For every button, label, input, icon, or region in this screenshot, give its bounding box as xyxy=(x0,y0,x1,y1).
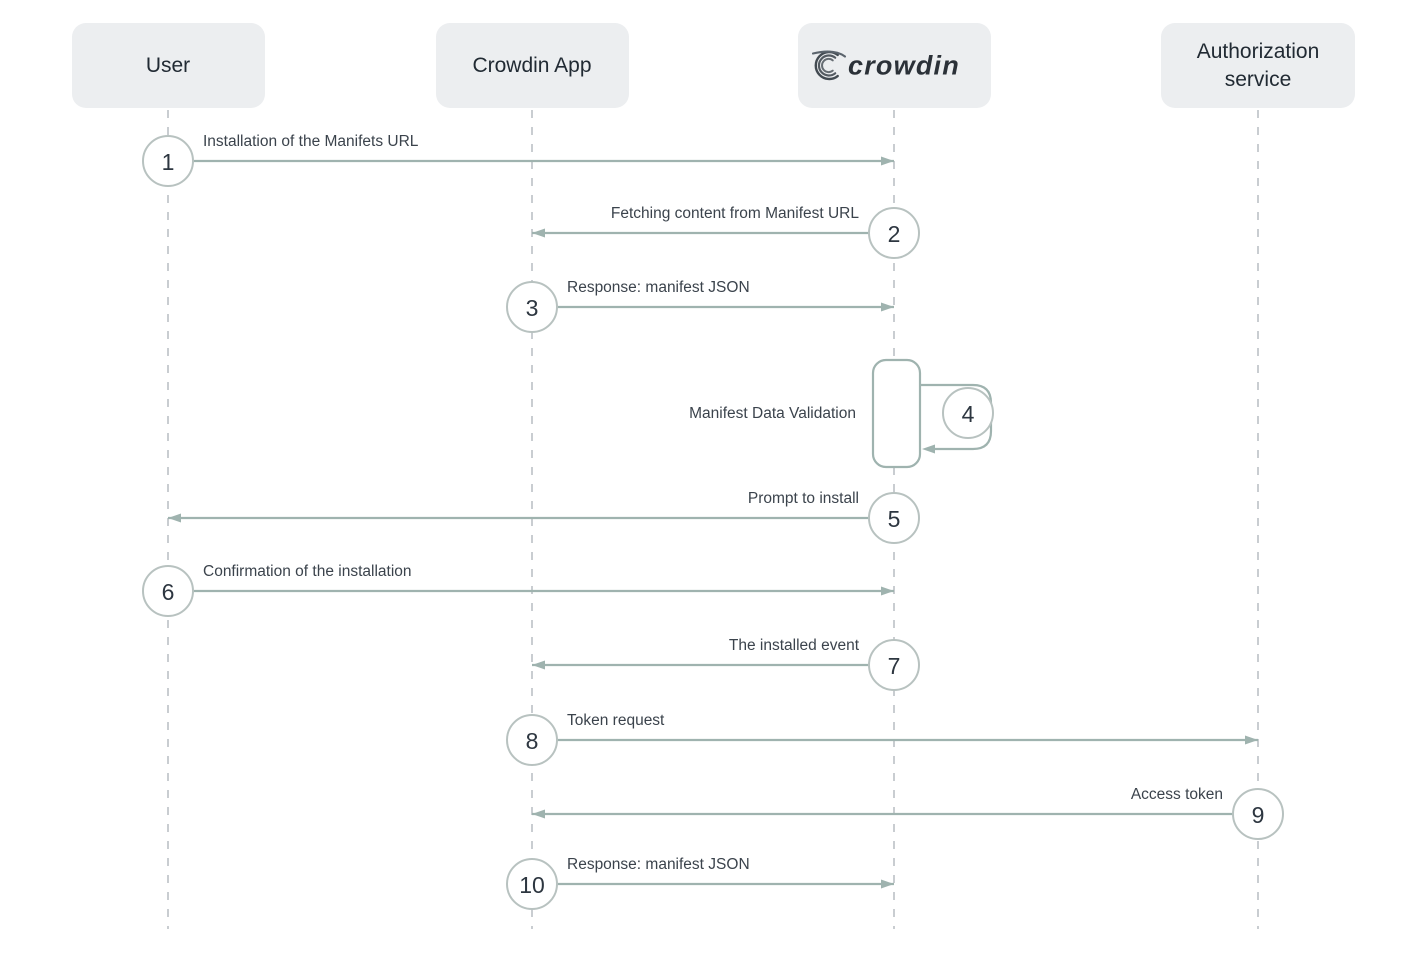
actor-box-user[interactable] xyxy=(72,23,265,108)
crowdin-logo-arc-3 xyxy=(821,57,834,74)
message-label-10: Response: manifest JSON xyxy=(567,856,750,873)
message-5: 5 Prompt to install xyxy=(168,490,920,544)
activation-box xyxy=(871,358,922,469)
messages-group: 1 Installation of the Manifets URL 2 Fetchi… xyxy=(142,133,1284,910)
step-number-3: 3 xyxy=(526,295,539,321)
arrowhead xyxy=(881,302,894,312)
step-number-10: 10 xyxy=(519,872,545,898)
step-number-5: 5 xyxy=(888,506,901,532)
step-badge-2[interactable] xyxy=(868,207,920,259)
step-number-6: 6 xyxy=(162,579,175,605)
message-label-7: The installed event xyxy=(729,637,860,654)
message-3: 3 Response: manifest JSON xyxy=(506,279,894,333)
message-label-5: Prompt to install xyxy=(748,490,859,507)
message-label-6: Confirmation of the installation xyxy=(203,563,412,580)
arrowhead xyxy=(881,879,894,889)
step-number-1: 1 xyxy=(162,149,175,175)
arrowhead xyxy=(1245,735,1258,745)
step-badge-6[interactable] xyxy=(142,565,194,617)
step-badge-1[interactable] xyxy=(142,135,194,187)
step-badge-10[interactable] xyxy=(506,858,558,910)
actor-box-crowdin[interactable] xyxy=(798,23,991,108)
step-badge-3[interactable] xyxy=(506,281,558,333)
step-number-8: 8 xyxy=(526,728,539,754)
step-number-9: 9 xyxy=(1252,802,1265,828)
actor-label-auth: Authorization xyxy=(1197,40,1320,63)
actor-app[interactable]: Crowdin App xyxy=(436,23,629,108)
arrowhead xyxy=(922,444,935,454)
self-message-group: 4 Manifest Data Validation xyxy=(689,358,994,469)
message-label-9: Access token xyxy=(1131,786,1223,803)
arrowhead xyxy=(532,228,545,238)
actors-group: User Crowdin App crowdin Authorization servi… xyxy=(72,23,1355,108)
actor-label-user: User xyxy=(146,54,190,77)
step-badge-7[interactable] xyxy=(868,639,920,691)
actor-user[interactable]: User xyxy=(72,23,265,108)
actor-auth[interactable]: Authorization service xyxy=(1161,23,1355,108)
step-badge-8[interactable] xyxy=(506,714,558,766)
arrowhead xyxy=(881,156,894,166)
step-number-4: 4 xyxy=(962,401,975,427)
actor-crowdin[interactable]: crowdin xyxy=(798,23,991,108)
actor-box-app[interactable] xyxy=(436,23,629,108)
actor-label-auth-line2: service xyxy=(1225,68,1292,91)
arrowhead xyxy=(532,660,545,670)
message-1: 1 Installation of the Manifets URL xyxy=(142,133,894,187)
arrowhead xyxy=(881,586,894,596)
message-label-8: Token request xyxy=(567,712,665,729)
message-6: 6 Confirmation of the installation xyxy=(142,563,894,617)
message-label-1: Installation of the Manifets URL xyxy=(203,133,419,150)
crowdin-logo-mark xyxy=(811,50,847,81)
step-number-2: 2 xyxy=(888,221,901,247)
arrowhead xyxy=(168,513,181,523)
step-badge-4[interactable] xyxy=(942,387,994,439)
actor-label-app: Crowdin App xyxy=(472,54,591,77)
message-label-2: Fetching content from Manifest URL xyxy=(611,205,859,222)
message-2: 2 Fetching content from Manifest URL xyxy=(532,205,920,259)
message-9: 9 Access token xyxy=(532,786,1284,840)
message-label-3: Response: manifest JSON xyxy=(567,279,750,296)
crowdin-logo-swoosh xyxy=(811,50,847,58)
step-badge-5[interactable] xyxy=(868,492,920,544)
actor-box-auth[interactable] xyxy=(1161,23,1355,108)
message-7: 7 The installed event xyxy=(532,637,920,691)
crowdin-logo-arc-2 xyxy=(817,54,837,77)
message-10: 10 Response: manifest JSON xyxy=(506,856,894,910)
message-8: 8 Token request xyxy=(506,712,1258,766)
arrowhead xyxy=(532,809,545,819)
step-number-7: 7 xyxy=(888,653,901,679)
step-badge-9[interactable] xyxy=(1232,788,1284,840)
self-message-label: Manifest Data Validation xyxy=(689,405,856,422)
crowdin-logo-text: crowdin xyxy=(848,51,960,81)
